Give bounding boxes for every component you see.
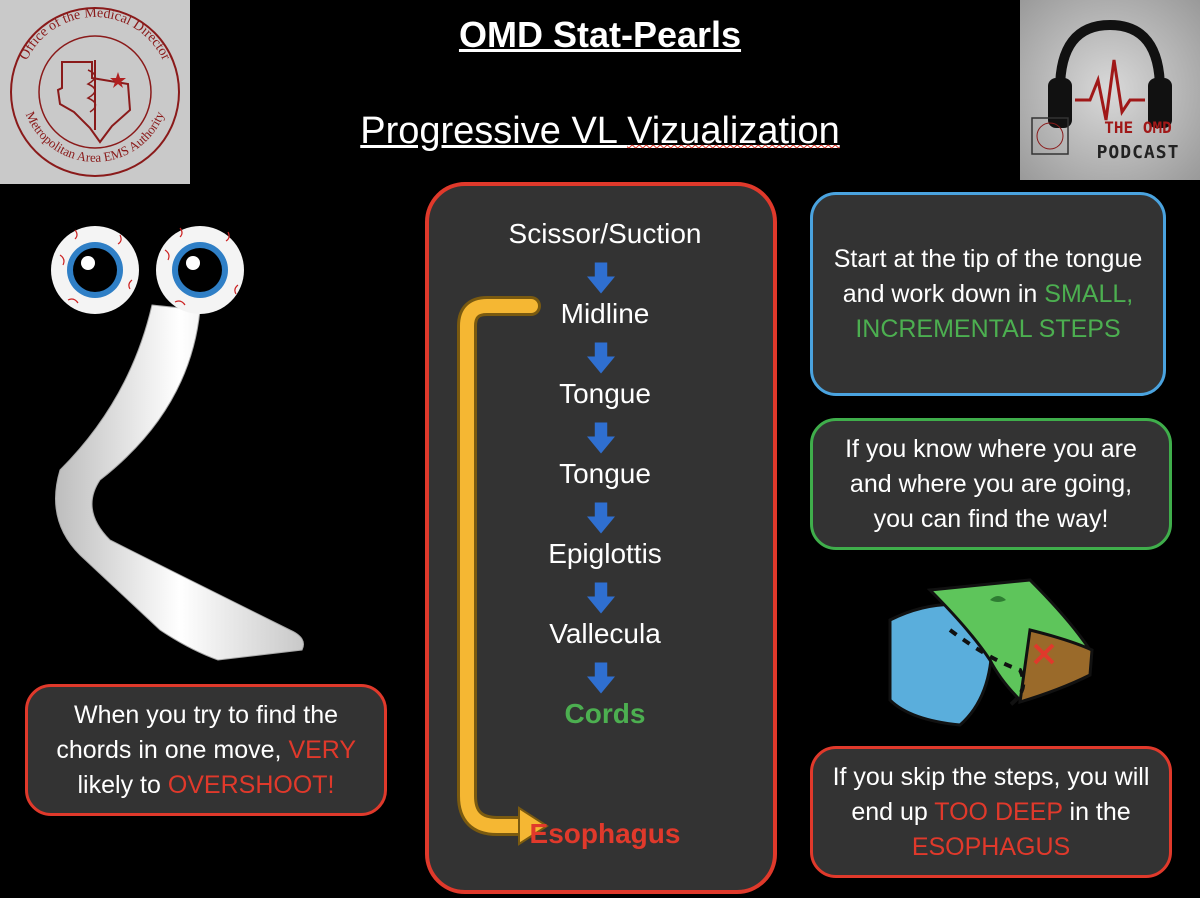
laryngoscope-blade-illustration <box>40 210 320 670</box>
seal-text-top: Office of the Medical Director <box>17 6 173 63</box>
down-arrow-icon <box>587 502 615 534</box>
step-label-4: Tongue <box>559 458 651 489</box>
start-at-tip-box: Start at the tip of the tongue and work … <box>810 192 1166 396</box>
step-label-5: Epiglottis <box>548 538 662 569</box>
seal-icon: Office of the Medical Director Metropoli… <box>10 6 180 177</box>
svg-text:Office of the Medical Director: Office of the Medical Director <box>17 6 173 63</box>
skip-steps-text: If you skip the steps, you will end up T… <box>832 762 1150 861</box>
know-where-box: If you know where you are and where you … <box>810 418 1172 550</box>
page-title: OMD Stat-Pearls <box>458 14 742 55</box>
subtitle-misspelled-word: Vizualization <box>627 110 840 152</box>
left-eye-icon <box>51 226 139 314</box>
step-label-6: Vallecula <box>549 618 661 649</box>
step-label-2: Midline <box>560 298 650 329</box>
down-arrow-icon <box>587 262 615 294</box>
treasure-map-icon <box>888 578 1094 727</box>
down-arrow-icon <box>587 422 615 454</box>
omd-podcast-logo: THE OMD PODCAST <box>1020 0 1200 180</box>
overshoot-warning-box: When you try to find the chords in one m… <box>25 684 387 816</box>
podcast-title-line1: THE OMD <box>1104 118 1172 137</box>
headphones-icon <box>1020 0 1200 180</box>
step-label-8: Esophagus <box>529 818 681 849</box>
down-arrow-icon <box>587 582 615 614</box>
omd-seal-logo: Office of the Medical Director Metropoli… <box>0 0 190 184</box>
skip-steps-box: If you skip the steps, you will end up T… <box>810 746 1172 878</box>
step-label-7: Cords <box>564 698 646 729</box>
down-arrow-icon <box>587 662 615 694</box>
page-subtitle: Progressive VL Vizualization <box>300 110 900 153</box>
start-at-tip-text: Start at the tip of the tongue and work … <box>833 244 1143 343</box>
overshoot-text: When you try to find the chords in one m… <box>56 700 356 799</box>
know-where-text: If you know where you are and where you … <box>845 434 1137 533</box>
podcast-title-line2: PODCAST <box>1096 142 1180 163</box>
laryngoscope-blade-icon <box>51 226 304 661</box>
step-label-1: Scissor/Suction <box>508 218 702 249</box>
right-eye-icon <box>156 226 244 314</box>
step-label-3: Tongue <box>559 378 651 409</box>
skip-bracket-arrow-icon <box>457 296 549 846</box>
subtitle-text: Progressive VL <box>360 110 628 152</box>
down-arrow-icon <box>587 342 615 374</box>
treasure-map-illustration <box>880 570 1100 730</box>
